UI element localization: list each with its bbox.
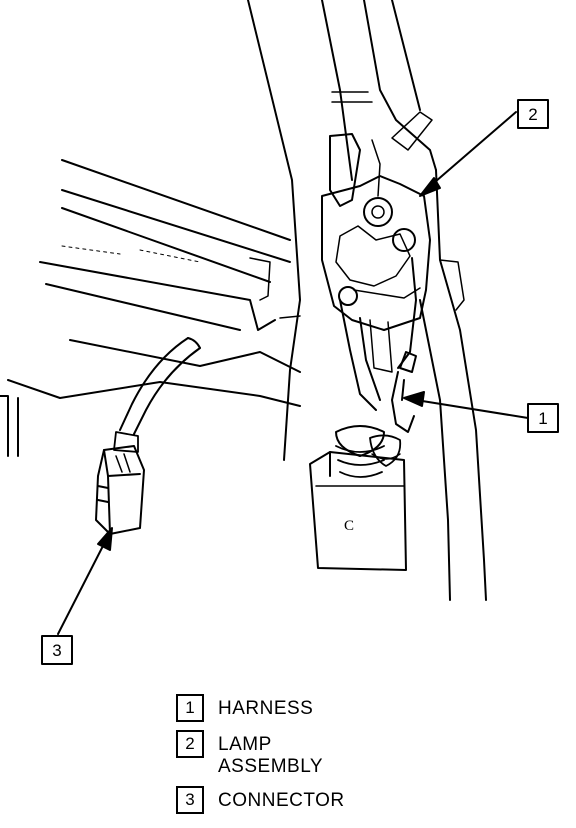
legend-label: HARNESS — [218, 698, 314, 719]
door-pillar — [247, 0, 487, 601]
callout-2: 2 — [517, 99, 549, 129]
mounting-block: C — [309, 451, 407, 571]
callout-box-2 — [517, 99, 549, 129]
legend-label: LAMP ASSEMBLY — [218, 734, 324, 777]
callout-number-1: 1 — [538, 409, 547, 428]
legend-row-harness: 1 HARNESS — [176, 694, 436, 722]
callout-box-3 — [41, 635, 73, 665]
legend-row-lamp-assembly: 2 LAMP ASSEMBLY — [176, 730, 436, 778]
leader-arrows — [57, 111, 529, 635]
sill-plate — [0, 159, 301, 457]
callout-3: 3 — [41, 635, 73, 665]
callout-number-3: 3 — [52, 641, 61, 660]
harness-wires — [335, 257, 417, 478]
callout-box-1 — [527, 403, 559, 433]
lamp-assembly-body — [321, 133, 465, 373]
legend-label: CONNECTOR — [218, 790, 345, 811]
legend-number-box: 3 — [176, 786, 204, 814]
callout-1: 1 — [527, 403, 559, 433]
legend-number-box: 1 — [176, 694, 204, 722]
parts-legend: 1 HARNESS 2 LAMP ASSEMBLY 3 CONNECTOR — [176, 694, 436, 822]
callout-number-2: 2 — [528, 105, 537, 124]
arrowhead-lamp-assembly — [419, 177, 441, 197]
connector-body — [95, 445, 145, 535]
leader-arrow-connector — [57, 539, 107, 635]
arrowhead-connector — [97, 527, 113, 551]
connector-lead — [113, 337, 201, 453]
leader-arrow-lamp-assembly — [427, 111, 517, 189]
legend-row-connector: 3 CONNECTOR — [176, 786, 436, 814]
legend-number-box: 2 — [176, 730, 204, 758]
arrowhead-harness — [403, 391, 425, 407]
engraving-mark: C — [344, 518, 354, 534]
leader-arrow-harness — [415, 399, 529, 419]
